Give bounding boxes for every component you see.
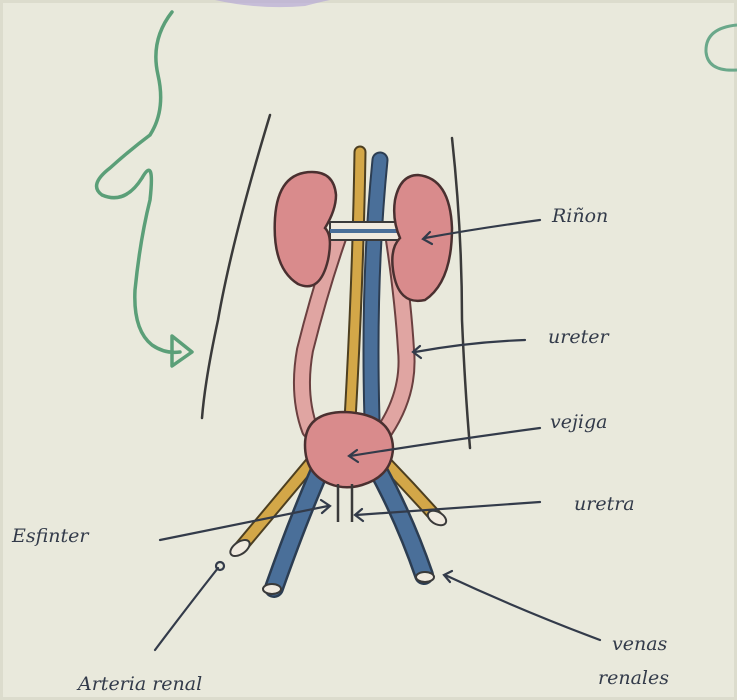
vein-end-left	[263, 584, 281, 594]
label-ureter: ureter	[548, 326, 610, 348]
label-arteria-renal: Arteria renal	[76, 673, 202, 695]
label-vejiga: vejiga	[550, 411, 607, 433]
central-vessels	[350, 152, 380, 420]
label-renales: renales	[598, 667, 669, 689]
label-esfinter: Esfinter	[11, 525, 90, 547]
label-uretra: uretra	[574, 493, 635, 515]
label-venas: venas	[612, 633, 668, 655]
vein-end-right	[416, 572, 434, 582]
label-rinon: Riñon	[551, 205, 608, 227]
renal-connectors	[330, 222, 405, 240]
bladder	[305, 412, 393, 487]
